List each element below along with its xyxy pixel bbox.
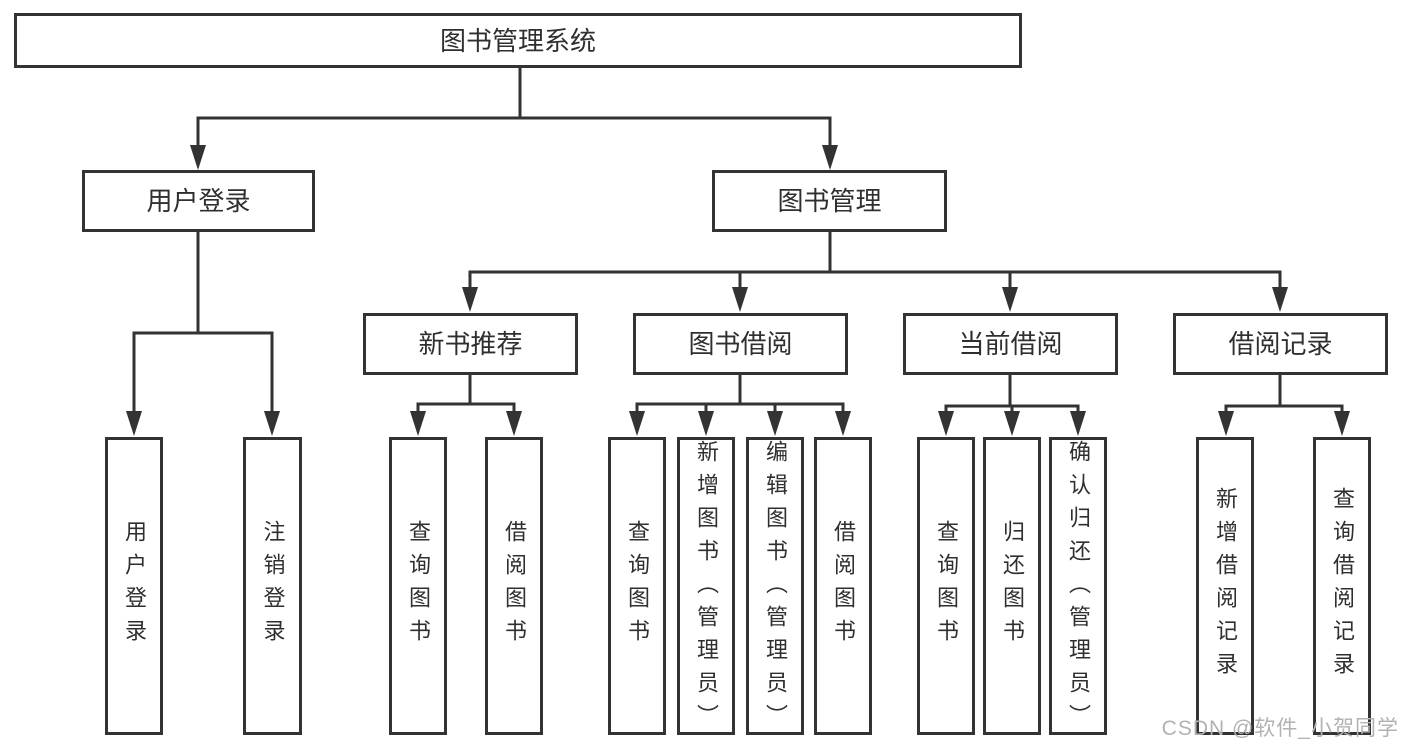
node-query-borrow-record: 查询借阅记录 bbox=[1313, 437, 1371, 735]
node-library-system: 图书管理系统 bbox=[14, 13, 1022, 68]
node-logout-login-leaf: 注销登录 bbox=[243, 437, 302, 735]
node-borrow-books-recommend: 借阅图书 bbox=[485, 437, 543, 735]
node-current-borrow: 当前借阅 bbox=[903, 313, 1118, 375]
node-add-book-admin: 新增图书（管理员） bbox=[677, 437, 735, 737]
node-user-login: 用户登录 bbox=[82, 170, 315, 232]
watermark-csdn: CSDN @软件_小贺同学 bbox=[1161, 717, 1399, 740]
node-query-books-current: 查询图书 bbox=[917, 437, 975, 735]
node-book-borrow: 图书借阅 bbox=[633, 313, 848, 375]
node-new-book-recommend: 新书推荐 bbox=[363, 313, 578, 375]
node-query-books-recommend: 查询图书 bbox=[389, 437, 447, 735]
node-user-login-leaf: 用户登录 bbox=[105, 437, 163, 735]
node-add-borrow-record: 新增借阅记录 bbox=[1196, 437, 1254, 735]
node-edit-book-admin: 编辑图书（管理员） bbox=[746, 437, 804, 737]
node-confirm-return-admin: 确认归还（管理员） bbox=[1049, 437, 1107, 737]
node-query-books-borrow: 查询图书 bbox=[608, 437, 666, 735]
node-book-management: 图书管理 bbox=[712, 170, 947, 232]
node-return-books: 归还图书 bbox=[983, 437, 1041, 735]
node-borrow-books-leaf: 借阅图书 bbox=[814, 437, 872, 735]
node-borrow-records: 借阅记录 bbox=[1173, 313, 1388, 375]
